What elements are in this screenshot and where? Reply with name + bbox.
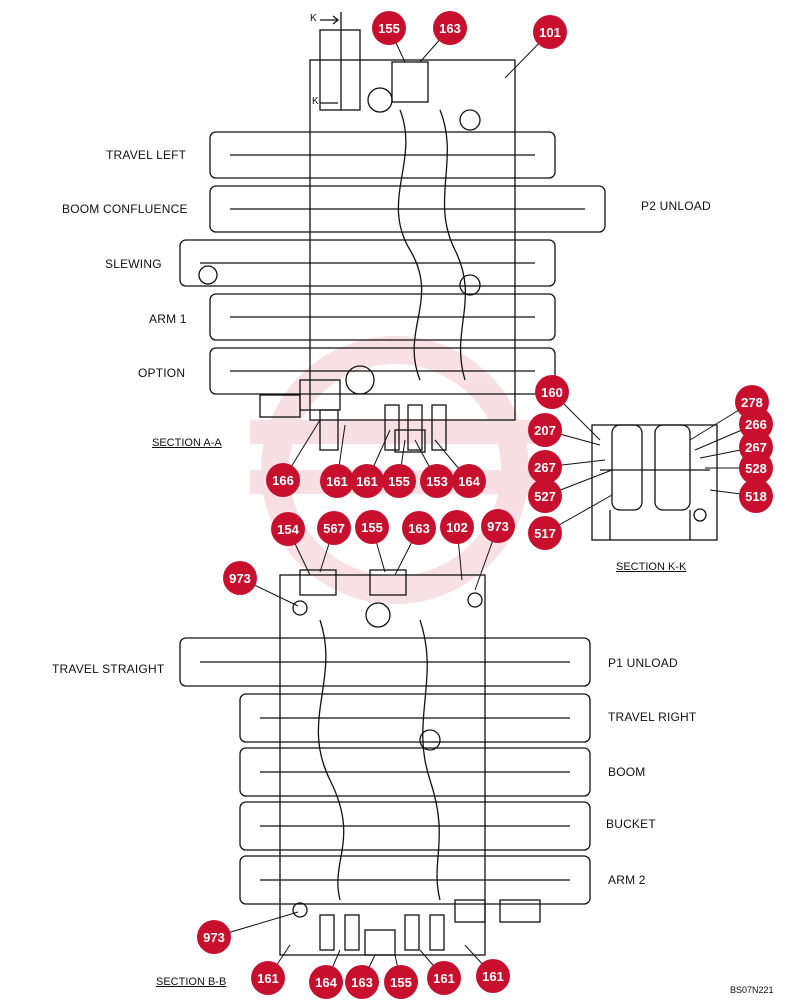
- section-aa-title: SECTION A-A: [152, 437, 222, 449]
- callout-163: 163: [433, 11, 467, 45]
- callout-527: 527: [528, 479, 562, 513]
- section-kk-body: [591, 424, 718, 541]
- label-arm-1: ARM 1: [149, 312, 187, 326]
- callout-155-b: 155: [382, 464, 416, 498]
- drawing-code: BS07N221: [730, 985, 774, 995]
- label-p1-unload: P1 UNLOAD: [608, 656, 678, 670]
- callout-101: 101: [533, 15, 567, 49]
- callout-973-a: 973: [481, 509, 515, 543]
- callout-973-b: 973: [223, 561, 257, 595]
- callout-160: 160: [535, 375, 569, 409]
- k-marker-top: K: [310, 13, 317, 24]
- callout-161-e: 161: [476, 959, 510, 993]
- callout-155-c: 155: [355, 510, 389, 544]
- callout-266: 266: [739, 407, 773, 441]
- label-boom-confluence: BOOM CONFLUENCE: [62, 202, 188, 216]
- section-kk-title: SECTION K-K: [616, 561, 687, 573]
- callout-267-a: 267: [528, 450, 562, 484]
- callout-161-d: 161: [427, 961, 461, 995]
- label-travel-left: TRAVEL LEFT: [106, 148, 187, 162]
- callout-161-b: 161: [350, 464, 384, 498]
- callout-163-c: 163: [345, 965, 379, 999]
- callout-207: 207: [528, 413, 562, 447]
- section-bb-title: SECTION B-B: [156, 976, 227, 988]
- callout-973-c: 973: [197, 920, 231, 954]
- label-bucket: BUCKET: [606, 817, 656, 831]
- callout-164-b: 164: [309, 965, 343, 999]
- callout-517: 517: [528, 516, 562, 550]
- callout-161-a: 161: [320, 464, 354, 498]
- callout-153: 153: [420, 464, 454, 498]
- k-marker-bottom: K: [312, 96, 319, 107]
- label-travel-right: TRAVEL RIGHT: [608, 710, 697, 724]
- label-boom: BOOM: [608, 765, 646, 779]
- section-bb-body: [279, 569, 541, 956]
- k-section-marker: [320, 12, 342, 110]
- label-travel-straight: TRAVEL STRAIGHT: [52, 662, 165, 676]
- callout-518: 518: [739, 479, 773, 513]
- callout-161-c: 161: [251, 961, 285, 995]
- label-option: OPTION: [138, 366, 186, 380]
- section-bb-spools: [179, 637, 591, 905]
- callout-166: 166: [266, 463, 300, 497]
- section-aa-spools: [179, 131, 606, 395]
- callout-155-d: 155: [384, 965, 418, 999]
- callout-567: 567: [317, 511, 351, 545]
- label-arm-2: ARM 2: [608, 873, 646, 887]
- label-slewing: SLEWING: [105, 257, 162, 271]
- label-p2-unload: P2 UNLOAD: [641, 199, 711, 213]
- section-aa-body: [259, 29, 516, 453]
- callout-155: 155: [372, 11, 406, 45]
- callout-164: 164: [452, 464, 486, 498]
- callout-154: 154: [271, 512, 305, 546]
- callout-163-b: 163: [402, 511, 436, 545]
- callout-102: 102: [440, 510, 474, 544]
